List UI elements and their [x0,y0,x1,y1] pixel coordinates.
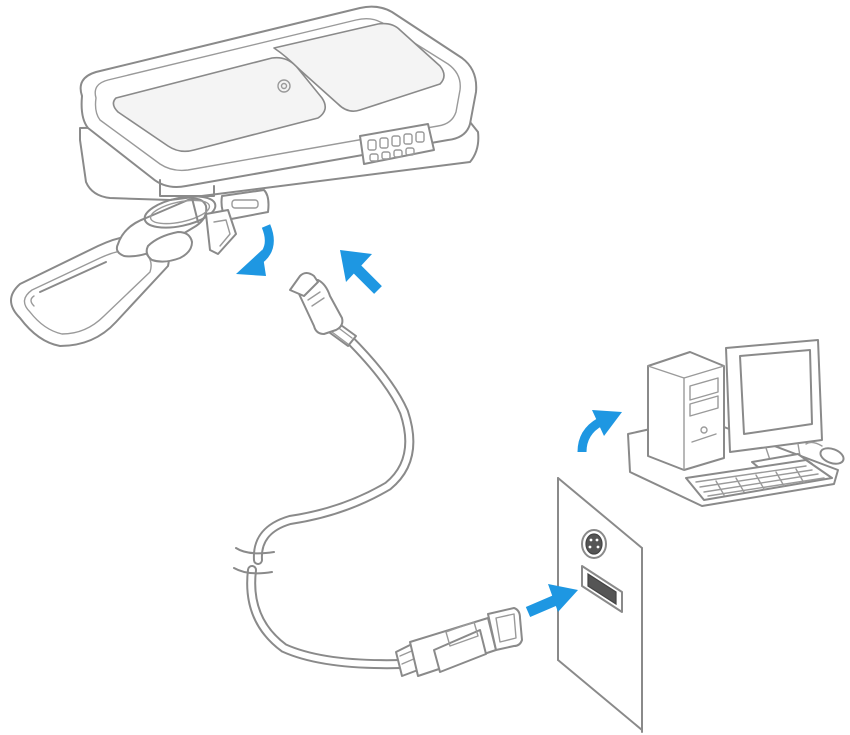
usb-cable-icon [233,272,523,677]
arrow-insert-micro-usb-icon [340,250,382,294]
arrow-open-dust-cap-icon [236,224,274,276]
arrow-insert-usb-a-icon [525,584,578,618]
carabiner-clip-icon [10,195,237,347]
arrow-to-computer-icon [577,410,622,453]
desktop-computer-icon [627,339,845,507]
usb-wall-port-icon [557,477,643,733]
handheld-device-icon [79,5,480,221]
